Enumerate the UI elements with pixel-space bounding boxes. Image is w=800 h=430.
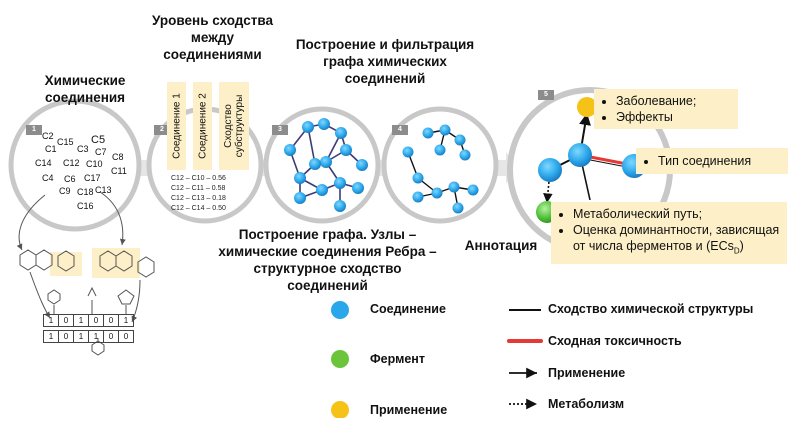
legend-application-node: Применение <box>370 403 448 417</box>
callout-disease: Заболевание; Эффекты <box>594 89 738 129</box>
step3-graph <box>284 118 368 212</box>
legend-structural-similarity: Сходство химической структуры <box>548 302 754 316</box>
compound-label: C8 <box>112 152 124 162</box>
compound-label: C5 <box>91 134 106 146</box>
compound-label: C12 <box>63 158 80 168</box>
compound-label: C13 <box>95 185 112 195</box>
compound-marker <box>331 301 349 319</box>
step1-badge: 1 <box>26 125 42 135</box>
compound-label: C6 <box>64 174 76 184</box>
legend-compound: Соединение <box>370 302 446 316</box>
legend-toxicity: Сходная токсичность <box>548 334 682 348</box>
step3-caption: Построение графа. Узлы – химические соед… <box>218 227 437 293</box>
step4-graph <box>402 124 479 214</box>
enzyme-marker <box>331 350 349 368</box>
compound-label: C15 <box>57 137 74 147</box>
similarity-row: C12 – C11 – 0.58 <box>171 185 226 192</box>
step2-title: Уровень сходства между соединениями <box>152 13 273 62</box>
step3-badge: 3 <box>272 125 288 135</box>
similarity-row: C12 – C14 – 0.50 <box>171 205 226 212</box>
similarity-row: C12 – C10 – 0.56 <box>171 175 226 182</box>
column-compound-1: Соединение 1 <box>167 82 186 170</box>
compound-label: C18 <box>77 187 94 197</box>
step4-badge: 4 <box>392 125 408 135</box>
step2-badge: 2 <box>154 125 170 135</box>
compound-label: C9 <box>59 186 71 196</box>
compound-label: C16 <box>77 201 94 211</box>
compound-label: C3 <box>77 144 89 154</box>
step4-circle <box>381 106 499 224</box>
compound-label: C14 <box>35 158 52 168</box>
similarity-row: C12 – C13 – 0.18 <box>171 195 226 202</box>
column-compound-2: Соединение 2 <box>193 82 212 170</box>
legend-metabolism: Метаболизм <box>548 397 625 411</box>
molecule-illustrations <box>16 191 155 356</box>
step5-title: Аннотация <box>464 238 538 253</box>
column-similarity: Сходство субструктуры <box>219 82 249 170</box>
fingerprint-row-2: 1 0 1 1 0 0 <box>43 330 134 343</box>
callout-compound-type: Тип соединения <box>636 148 788 174</box>
legend-enzyme: Фермент <box>370 352 425 366</box>
compound-label: C17 <box>84 173 101 183</box>
compound-label: C7 <box>95 147 107 157</box>
compound-label: C2 <box>42 131 54 141</box>
callout-pathway: Метаболический путь; Оценка доминантност… <box>551 202 787 264</box>
compound-label: C10 <box>86 159 103 169</box>
compound-label: C4 <box>42 173 54 183</box>
application-marker <box>331 401 349 418</box>
legend-node-markers <box>331 301 349 418</box>
step4-title: Построение и фильтрация графа химических… <box>295 37 475 86</box>
fingerprint-row-1: 1 0 1 0 0 1 <box>43 314 134 327</box>
legend-application-edge: Применение <box>548 366 626 380</box>
step1-title: Химические соединения <box>44 73 126 105</box>
step5-badge: 5 <box>538 90 554 100</box>
legend-edge-markers <box>507 309 543 410</box>
compound-label: C11 <box>111 166 127 176</box>
compound-label: C1 <box>45 144 57 154</box>
